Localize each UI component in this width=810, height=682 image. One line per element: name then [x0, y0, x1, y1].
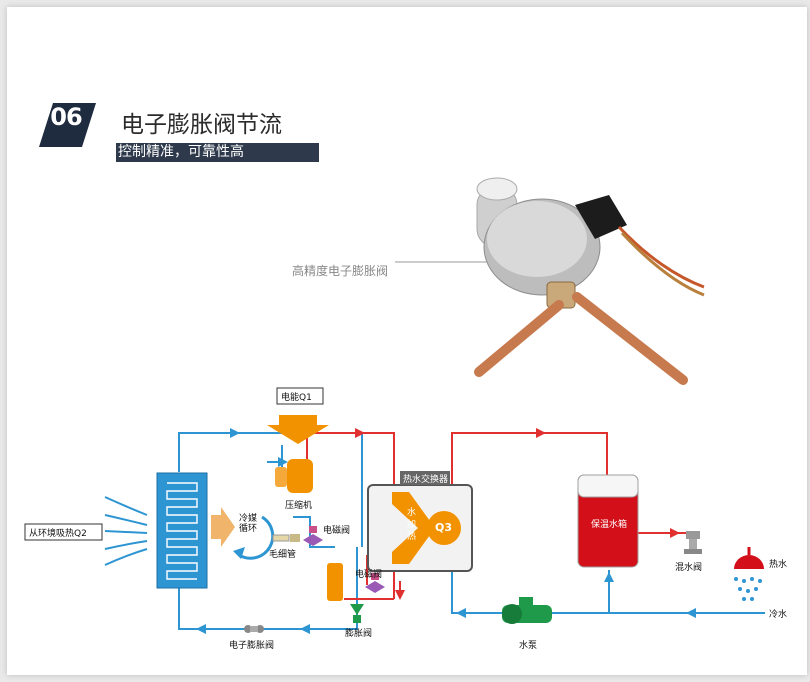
- valve-photo-label: 高精度电子膨胀阀: [292, 264, 389, 278]
- mixing-valve-label: 混水阀: [675, 563, 703, 573]
- solenoid-valve-2-label: 电磁阀: [355, 570, 383, 580]
- ambient-air-arrows: [104, 496, 148, 566]
- heat-exchanger-title: 热水交换器: [403, 475, 449, 485]
- hot-water-pipe: [451, 432, 697, 534]
- hot-water-label: 热水: [769, 560, 788, 570]
- solenoid-valve-1-label: 电磁阀: [323, 526, 351, 536]
- electric-input-label: 电能Q1: [281, 393, 312, 403]
- ambient-heat-box: [24, 523, 103, 541]
- system-diagram: [24, 387, 765, 634]
- electronic-expansion-valve-label: 电子膨胀阀: [229, 641, 275, 651]
- section-title: 电子膨胀阀节流: [121, 112, 282, 138]
- water-heating-arrow: [392, 492, 435, 564]
- refrigerant-cycle-label: 冷媒循环: [239, 514, 258, 534]
- page-card: 06 电子膨胀阀节流 控制精准，可靠性高 高精度电子膨胀阀: [7, 7, 807, 675]
- shower-head: [734, 555, 764, 569]
- compressor-body: [287, 459, 313, 493]
- electric-input-arrow: [267, 415, 329, 444]
- shower-drops: [734, 577, 762, 601]
- coil-heat-arrow: [211, 507, 235, 547]
- q3-circle: [427, 511, 461, 545]
- water-heating-label: 水加热: [407, 508, 417, 542]
- mixing-valve-symbol: [684, 531, 702, 554]
- tank-label: 保温水箱: [591, 520, 628, 530]
- pump-symbol: [502, 597, 552, 624]
- capillary-label: 毛细管: [269, 550, 297, 560]
- pump-label: 水泵: [519, 641, 538, 651]
- solenoid-valve-2-symbol: [365, 581, 375, 593]
- section-number: 06: [50, 103, 82, 131]
- ambient-heat-label: 从环境吸热Q2: [29, 529, 87, 539]
- expansion-valve-label: 膨胀阀: [345, 629, 373, 639]
- capillary-symbol: [272, 534, 300, 542]
- section-badge-shape: [39, 103, 96, 147]
- expansion-valve-symbol: [350, 604, 364, 615]
- cycle-arc: [238, 515, 275, 560]
- compressor-label: 压缩机: [285, 501, 313, 511]
- electric-input-box: [276, 387, 324, 405]
- liquid-receiver: [327, 563, 343, 601]
- valve-photo: [395, 177, 705, 385]
- heat-exchanger-title-bg: [400, 471, 450, 485]
- section-subtitle: 控制精准，可靠性高: [116, 143, 319, 162]
- cold-water-label: 冷水: [769, 610, 788, 620]
- flow-arrows: [196, 428, 707, 634]
- solenoid-valve-1-symbol: [303, 534, 313, 546]
- q3-label: Q3: [435, 521, 453, 534]
